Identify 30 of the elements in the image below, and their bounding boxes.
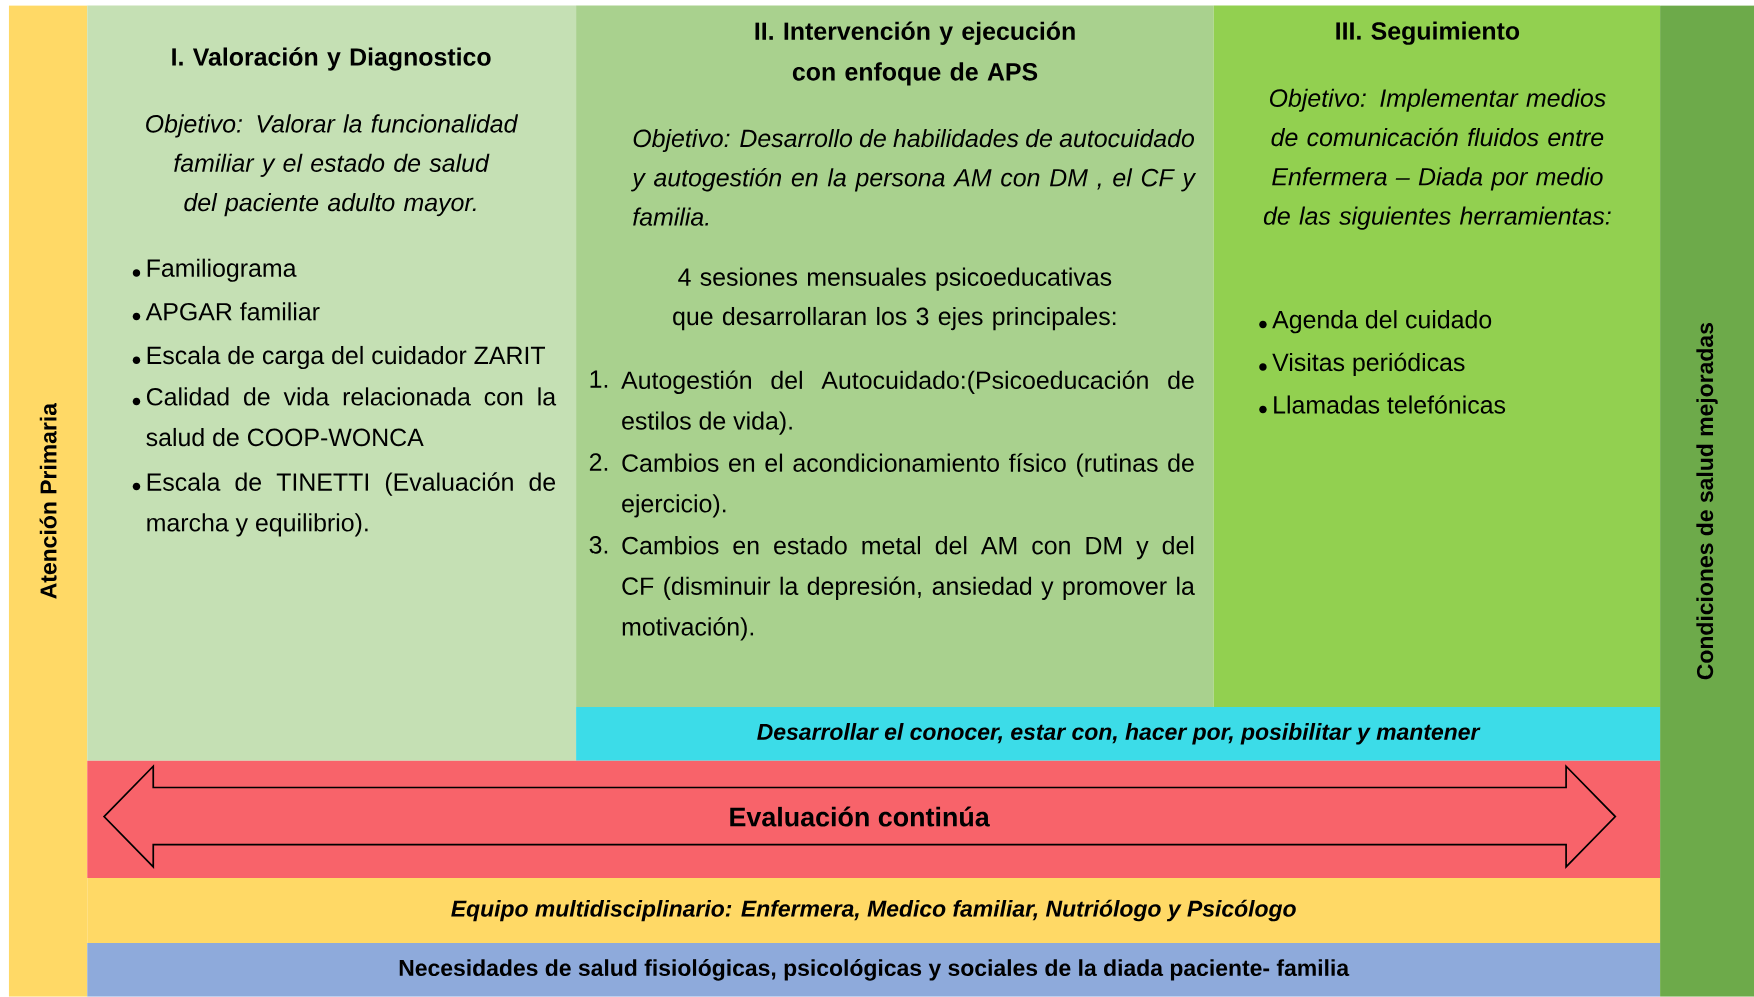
- side-band: Atención Primaria: [8, 5, 88, 997]
- paragraph: 4 sesiones mensuales psicoeducativas que desarrollaran los 3 ejes principales:: [673, 267, 1116, 331]
- list-number: 3.: [589, 536, 608, 554]
- list-item: Calidad de vida relacionada con la salud de COOP-WONCA: [132, 387, 557, 447]
- panel-heading: II. Intervención y ejecución con enfoque de APS: [755, 21, 1075, 86]
- node-label: Equipo multidisciplinario: Enfermera, Medico familiar, Nutriólogo y Psicólogo: [451, 899, 1296, 922]
- column-panel: [87, 5, 577, 761]
- list-item: Autogestión del Autocuidado:(Psicoeducación de estilos de vida).: [621, 370, 1194, 435]
- panel-heading: III. Seguimiento: [1336, 21, 1520, 45]
- list-number: 2.: [589, 453, 608, 471]
- list-item: Familiograma: [132, 258, 297, 282]
- side-band: Condiciones de salud mejoradas: [1660, 5, 1754, 997]
- banner: Necesidades de salud fisiológicas, psicológicas y sociales de la diada paciente- familia: [87, 943, 1661, 997]
- list-item: Escala de carga del cuidador ZARIT: [132, 346, 545, 370]
- list-number: 1.: [590, 370, 608, 388]
- list-item: Cambios en el acondicionamiento físico (rutinas de ejercicio).: [622, 453, 1194, 518]
- column-panel: [1213, 5, 1661, 708]
- list-item: Agenda del cuidado: [1259, 310, 1492, 334]
- panel-heading: I. Valoración y Diagnostico: [172, 47, 491, 71]
- objective-text: Objetivo: Implementar medios de comunicación fluidos entre Enfermera – Diada por medio de las siguientes herramientas:: [1263, 88, 1611, 230]
- list-item: Llamadas telefónicas: [1259, 395, 1506, 414]
- list-item: APGAR familiar: [132, 302, 320, 321]
- list-item: Visitas periódicas: [1259, 352, 1465, 377]
- banner: Desarrollar el conocer, estar con, hacer por, posibilitar y mantener: [576, 707, 1661, 761]
- list-item: Cambios en estado metal del AM con DM y del CF (disminuir la depresión, ansiedad y promover la motivación).: [622, 536, 1195, 641]
- column-panel: [576, 5, 1214, 708]
- objective-text: Objetivo: Valorar la funcionalidad familiar y el estado de salud del paciente adulto mayor.: [146, 114, 519, 217]
- objective-text: Objetivo: Desarrollo de habilidades de autocuidado y autogestión en la persona AM con DM , el CF y familia.: [630, 129, 1197, 226]
- list-item: Escala de TINETTI (Evaluación de marcha y equilibrio).: [132, 472, 556, 537]
- banner: Equipo multidisciplinario: Enfermera, Medico familiar, Nutriólogo y Psicólogo: [87, 878, 1661, 944]
